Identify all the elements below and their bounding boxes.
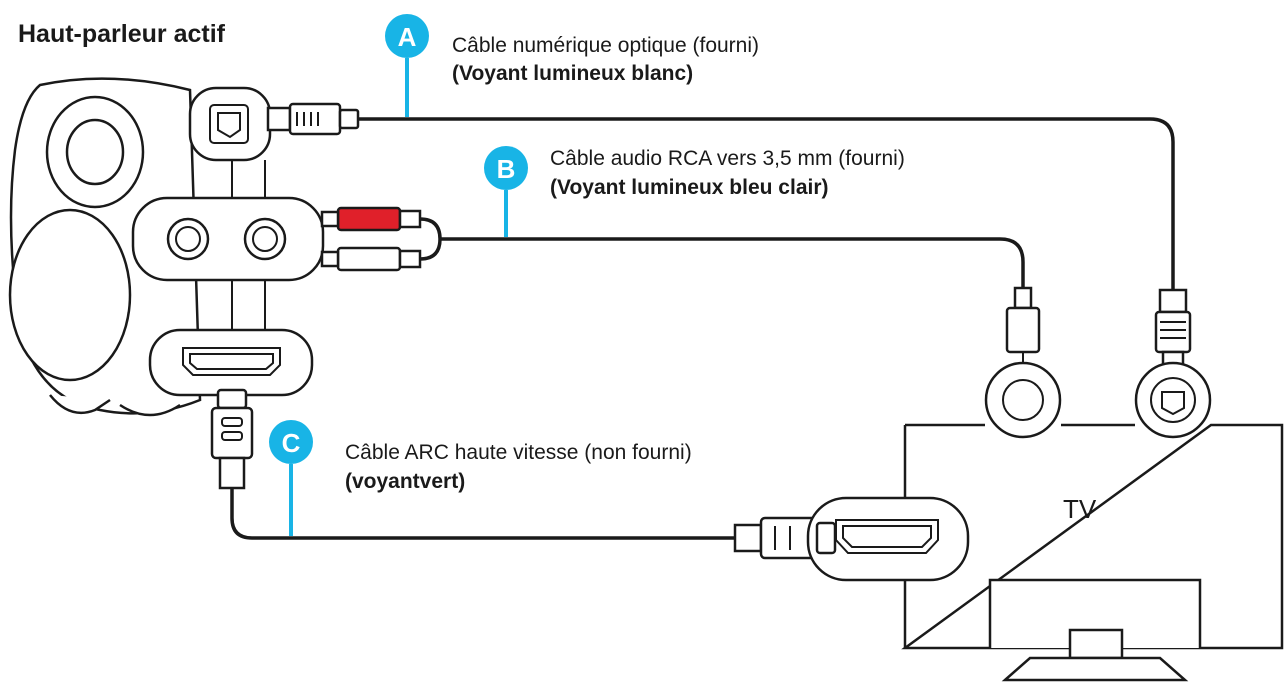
tv-hdmi-arc-port [806, 496, 970, 582]
rca-cable [320, 206, 1062, 439]
badge-c-letter: C [282, 428, 301, 458]
optical-port [188, 86, 272, 162]
optical-cable-label: Câble numérique optique (fourni) [452, 34, 759, 57]
badge-b [484, 146, 528, 190]
speaker-rear-panel [131, 86, 325, 397]
optical-indicator-label: (Voyant lumineux blanc) [452, 62, 693, 85]
badge-c [269, 420, 313, 464]
rca-cable-label: Câble audio RCA vers 3,5 mm (fourni) [550, 147, 905, 170]
tv-optical-port [1134, 361, 1212, 439]
rca-input-panel [131, 196, 325, 282]
badge-a [385, 14, 429, 58]
optical-plug [266, 106, 292, 132]
hdmi-arc-cable [210, 388, 970, 582]
arc-cable-label: Câble ARC haute vitesse (non fourni) [345, 441, 692, 464]
badge-a-letter: A [398, 22, 417, 52]
tv-audio-port [984, 361, 1062, 439]
active-speaker [8, 77, 202, 417]
arc-indicator-label: (voyantvert) [345, 470, 465, 493]
rca-plug-red [336, 206, 402, 232]
tv-label: TV [1063, 494, 1097, 524]
badge-b-letter: B [497, 154, 516, 184]
diagram-title: Haut-parleur actif [18, 20, 226, 48]
speaker-woofer [8, 208, 132, 382]
tv: TV [901, 423, 1284, 682]
rca-plug-white [336, 246, 402, 272]
hdmi-arc-port [148, 328, 314, 397]
rca-indicator-label: (Voyant lumineux bleu clair) [550, 176, 829, 199]
optical-cable [266, 102, 1212, 439]
